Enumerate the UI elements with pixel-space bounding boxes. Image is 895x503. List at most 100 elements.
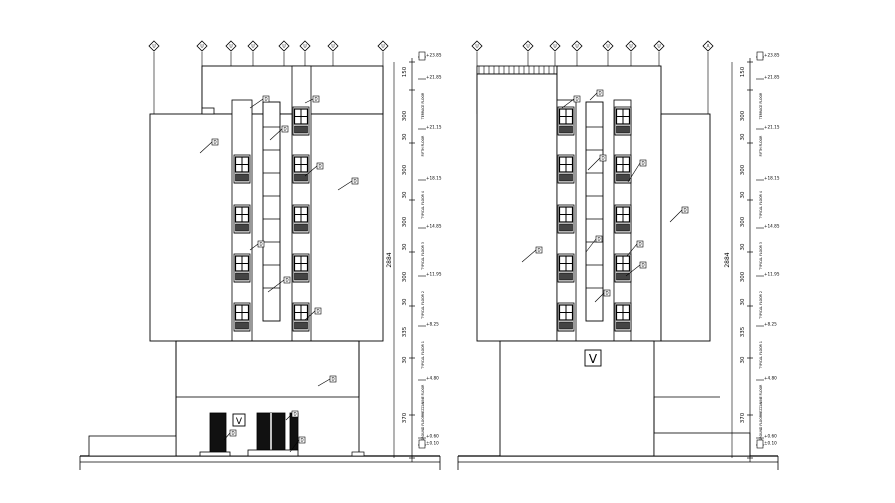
dimension-value: 150: [402, 66, 408, 77]
window: [558, 155, 574, 183]
grid-label: U: [251, 44, 254, 50]
floor-label: MEZZANINE FLOOR: [421, 384, 425, 416]
grid-label: U: [553, 44, 556, 50]
bottom-bracket: [419, 440, 425, 448]
level-value: +21.15: [426, 125, 442, 130]
window-sill-panel: [617, 224, 630, 231]
dimension-value: 30: [402, 133, 408, 140]
window: [558, 107, 574, 135]
level-value: +14.85: [764, 224, 780, 229]
water-tank: [202, 108, 214, 114]
window-sill-panel: [295, 126, 308, 133]
tag-text: D: [264, 97, 267, 102]
dimension-chain: 15030030300303003030030335303702884+23.8…: [386, 52, 442, 462]
window: [615, 107, 631, 135]
total-height: 2884: [724, 252, 731, 267]
dimension-value: 30: [740, 298, 746, 305]
dimension-value: 300: [402, 110, 408, 121]
window: [615, 205, 631, 233]
window-sill-panel: [560, 322, 573, 329]
dimension-value: 30: [740, 133, 746, 140]
dimension-value: 370: [402, 412, 408, 423]
level-value: +23.85: [764, 53, 780, 58]
dimension-value: 335: [740, 326, 746, 337]
entrance-step: [200, 452, 230, 456]
level-value: +18.15: [426, 176, 442, 181]
level-value: +18.15: [764, 176, 780, 181]
floor-label: MEZZANINE FLOOR: [759, 384, 763, 416]
window-sill-panel: [236, 174, 249, 181]
level-value: ±0.10: [426, 441, 439, 446]
floor-label: TERRACE FLOOR: [421, 92, 425, 120]
dimension-value: 300: [740, 216, 746, 227]
grid-label: U: [606, 44, 609, 50]
grid-label: U: [229, 44, 232, 50]
tag-text: D: [598, 91, 601, 96]
window-sill-panel: [236, 322, 249, 329]
window: [293, 155, 309, 183]
window-sill-panel: [295, 273, 308, 280]
tag-text: D: [601, 156, 604, 161]
window-sill-panel: [560, 273, 573, 280]
level-value: +21.85: [426, 75, 442, 80]
tag-text: D: [537, 248, 540, 253]
level-value: +14.85: [426, 224, 442, 229]
level-value: +4.80: [426, 376, 439, 381]
dimension-value: 300: [402, 271, 408, 282]
tag-text: D: [316, 309, 319, 314]
tag-text: D: [353, 179, 356, 184]
tag-text: D: [285, 278, 288, 283]
dimension-value: 150: [740, 66, 746, 77]
window: [234, 205, 250, 233]
dimension-value: 300: [740, 110, 746, 121]
window-sill-panel: [236, 273, 249, 280]
level-value: +23.85: [426, 53, 442, 58]
floor-label: TYPICAL FLOOR 4: [421, 191, 425, 220]
floor-label: TYPICAL FLOOR 3: [759, 242, 763, 271]
top-bracket: [757, 52, 763, 60]
tag-text: D: [300, 438, 303, 443]
tag-text: D: [293, 412, 296, 417]
boundary-wall: [89, 436, 176, 456]
window: [293, 107, 309, 135]
level-value: +21.85: [764, 75, 780, 80]
dimension-value: 370: [740, 412, 746, 423]
tag-text: D: [259, 242, 262, 247]
window-sill-panel: [560, 174, 573, 181]
window: [615, 254, 631, 282]
floor-label: TYPICAL FLOOR 1: [759, 341, 763, 370]
level-value: +11.95: [426, 272, 442, 277]
tag-text: D: [575, 97, 578, 102]
window-sill-panel: [617, 126, 630, 133]
floor-label: TYPICAL FLOOR 1: [421, 341, 425, 370]
level-value: +11.95: [764, 272, 780, 277]
window: [615, 303, 631, 331]
dimension-value: 300: [402, 216, 408, 227]
level-value: +8.25: [426, 322, 439, 327]
grid-label: U: [657, 44, 660, 50]
grid-label: U: [526, 44, 529, 50]
window: [234, 155, 250, 183]
dimension-chain: 15030030300303003030030335303702884+23.8…: [724, 52, 780, 462]
grid-label: U: [381, 44, 384, 50]
grid-marker: A: [703, 41, 713, 114]
window-sill-panel: [617, 174, 630, 181]
tag-text: D: [641, 161, 644, 166]
window: [293, 254, 309, 282]
dimension-value: 300: [740, 271, 746, 282]
right-wing: [661, 114, 710, 341]
tag-text: D: [597, 237, 600, 242]
logo-mark: V: [585, 350, 601, 366]
floor-label: TERRACE FLOOR: [759, 92, 763, 120]
level-value: +4.80: [764, 376, 777, 381]
total-height: 2884: [386, 252, 393, 267]
floor-label: TYPICAL FLOOR 2: [759, 291, 763, 320]
grid-marker: U: [149, 41, 159, 114]
window: [234, 254, 250, 282]
tag-text: D: [318, 164, 321, 169]
plinth-block: [352, 452, 364, 456]
floor-label: TYPICAL FLOOR 3: [421, 242, 425, 271]
